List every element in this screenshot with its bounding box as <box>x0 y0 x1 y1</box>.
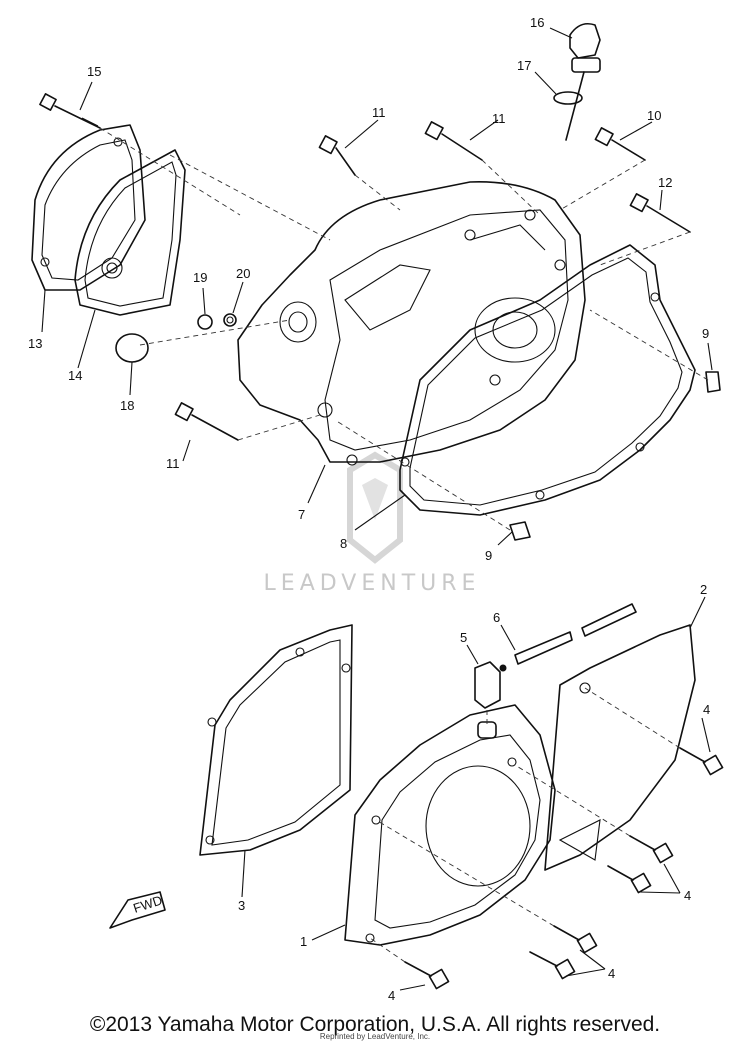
bolt-part-4-a <box>679 747 724 776</box>
leadventure-watermark: LEADVENTURE <box>264 451 481 596</box>
callout-4-d: 4 <box>388 988 395 1003</box>
callout-15: 15 <box>87 64 101 79</box>
bolt-part-11-top-right <box>424 121 483 161</box>
callout-1: 1 <box>300 934 307 949</box>
crankcase-cover-part-1 <box>344 704 556 946</box>
callout-6: 6 <box>493 610 500 625</box>
gasket-part-8 <box>399 244 696 516</box>
bolt-part-4-c <box>607 865 652 894</box>
washer-part-20 <box>223 313 237 327</box>
callout-5: 5 <box>460 630 467 645</box>
dowel-part-9-lower <box>509 521 531 541</box>
cover-part-2 <box>544 624 696 871</box>
callout-3: 3 <box>238 898 245 913</box>
callout-8: 8 <box>340 536 347 551</box>
screw-part-19 <box>197 314 213 330</box>
bolt-part-4-b <box>629 835 674 864</box>
crankcase-cover-part-7 <box>237 181 586 466</box>
callout-numbers: 15 11 11 10 12 16 17 13 14 18 19 20 9 11… <box>28 15 710 1003</box>
callout-11-c: 11 <box>166 456 180 471</box>
callout-14: 14 <box>68 368 82 383</box>
reprint-notice: Reprinted by LeadVenture, Inc. <box>319 1032 431 1041</box>
callout-19: 19 <box>193 270 207 285</box>
assembly-leader-lines-lower <box>369 687 681 963</box>
gasket-part-3 <box>199 624 353 856</box>
bolt-part-4-d <box>553 925 598 954</box>
bolt-part-12 <box>629 193 691 233</box>
callout-7: 7 <box>298 507 305 522</box>
dipstick-part-16 <box>565 22 601 141</box>
assembly-leader-lines-upper <box>99 127 709 531</box>
forward-direction-arrow: FWD <box>109 891 166 929</box>
callout-2: 2 <box>700 582 707 597</box>
callout-16: 16 <box>530 15 544 30</box>
callout-11-a: 11 <box>372 105 386 120</box>
callout-4-a: 4 <box>703 702 710 717</box>
bolt-part-11-lower <box>174 402 239 441</box>
o-ring-part-17 <box>553 91 583 105</box>
callout-leaders <box>41 27 713 991</box>
dowel-part-9-right <box>705 371 721 393</box>
copyright-notice: ©2013 Yamaha Motor Corporation, U.S.A. A… <box>89 1013 661 1036</box>
bolt-part-4-e <box>529 951 576 980</box>
gasket-part-14 <box>74 149 186 316</box>
callout-12: 12 <box>658 175 672 190</box>
callout-18: 18 <box>120 398 134 413</box>
callout-10: 10 <box>647 108 661 123</box>
callout-4-b: 4 <box>684 888 691 903</box>
watermark-text: LEADVENTURE <box>264 571 481 596</box>
callout-11-b: 11 <box>492 111 506 126</box>
callout-9-a: 9 <box>702 326 709 341</box>
bolt-part-10 <box>594 127 646 161</box>
bolt-part-15 <box>39 93 101 129</box>
cap-part-18 <box>115 333 149 363</box>
cover-part-13 <box>31 124 146 291</box>
hose-part-6 <box>514 603 637 665</box>
callout-13: 13 <box>28 336 42 351</box>
bolt-part-4-f <box>404 961 450 990</box>
callout-20: 20 <box>236 266 250 281</box>
callout-9-b: 9 <box>485 548 492 563</box>
fitting-part-5 <box>474 661 507 709</box>
callout-17: 17 <box>517 58 531 73</box>
callout-4-c: 4 <box>608 966 615 981</box>
bolt-part-11-top-left <box>318 135 356 176</box>
